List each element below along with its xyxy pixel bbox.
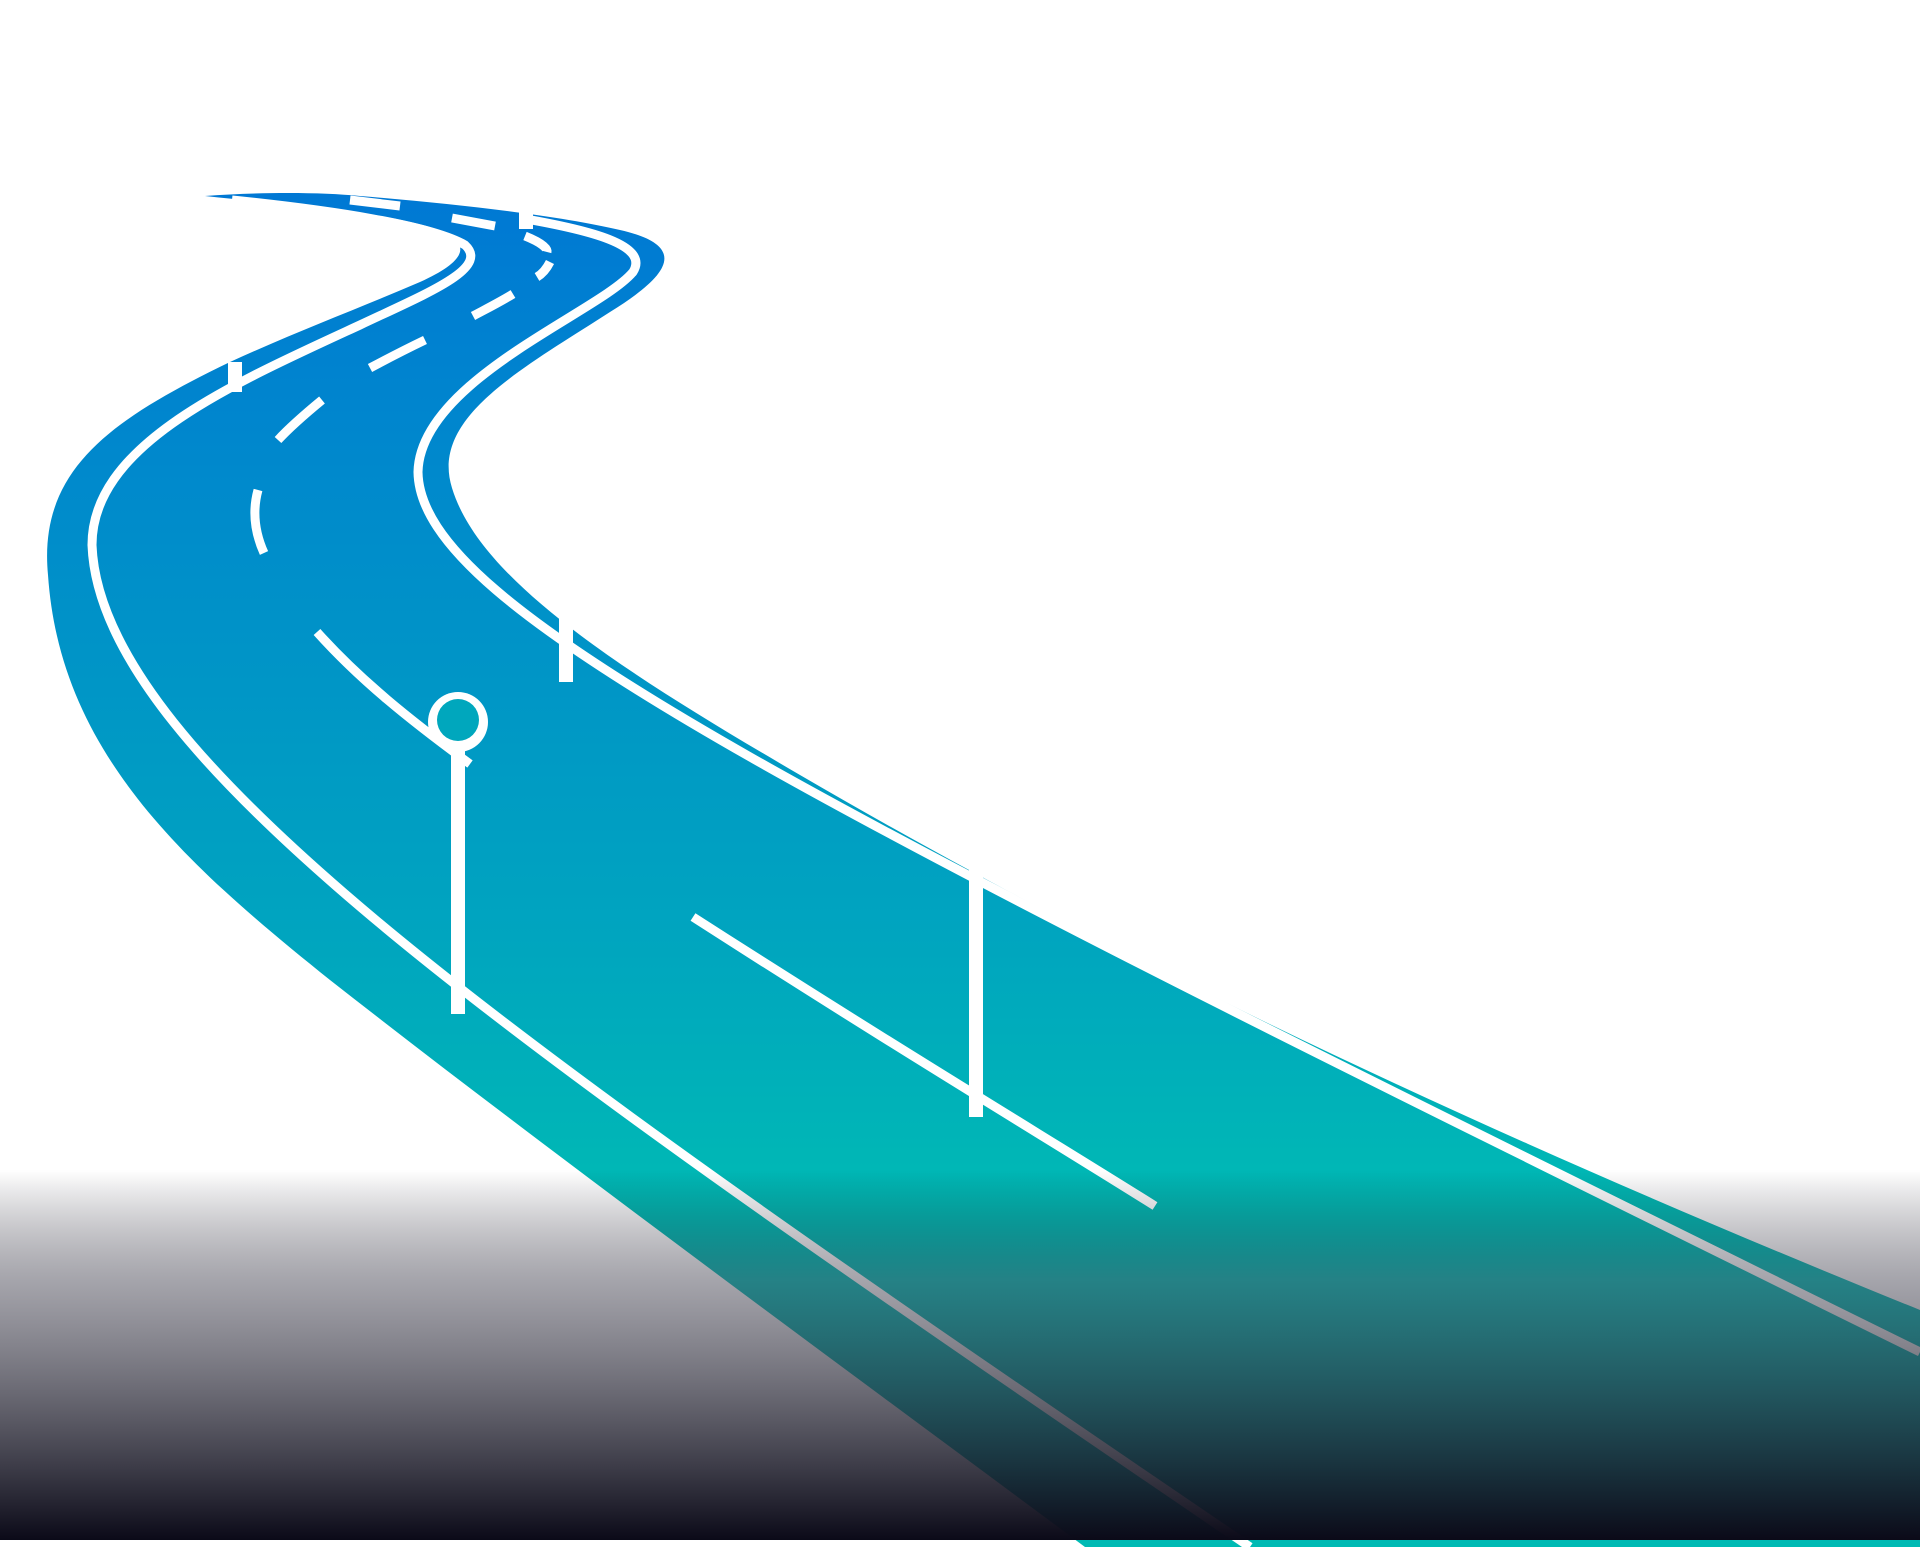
marker-4-post: [451, 720, 465, 1014]
road-left-edge-line: [87, 195, 1253, 1547]
marker-1[interactable]: [519, 212, 533, 229]
bottom-fade-overlay: [0, 1170, 1920, 1540]
marker-2[interactable]: [228, 362, 242, 392]
road-right-edge-line: [413, 213, 1920, 1357]
marker-4[interactable]: [428, 692, 488, 1014]
marker-5[interactable]: [969, 845, 983, 1117]
marker-4-ring-hole: [437, 699, 479, 741]
marker-3[interactable]: [559, 600, 573, 682]
